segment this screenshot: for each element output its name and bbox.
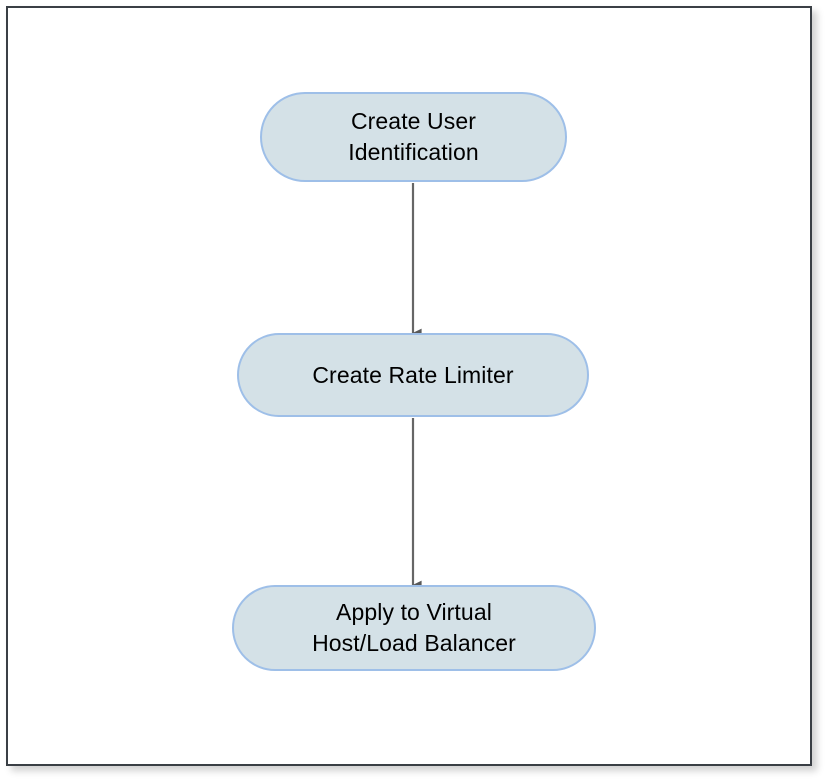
connector-layer bbox=[411, 183, 422, 590]
flow-node-create-user-identification[interactable]: Create User Identification bbox=[260, 92, 567, 182]
flow-node-label: Create Rate Limiter bbox=[312, 361, 514, 388]
flow-node-label: Apply to Virtual Host/Load Balancer bbox=[312, 599, 516, 656]
diagram-canvas: Create User Identification Create Rate L… bbox=[6, 6, 812, 766]
flow-node-apply-to-virtual-host-load-balancer[interactable]: Apply to Virtual Host/Load Balancer bbox=[232, 585, 596, 671]
flow-node-label: Create User Identification bbox=[348, 108, 479, 165]
flow-node-create-rate-limiter[interactable]: Create Rate Limiter bbox=[237, 333, 589, 417]
